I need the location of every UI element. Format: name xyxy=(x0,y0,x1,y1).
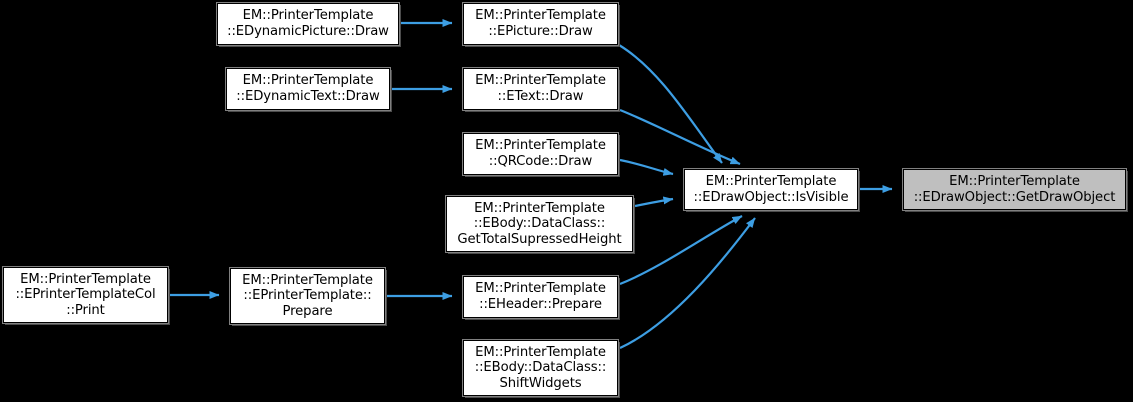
node-label: EM::PrinterTemplate ::EDrawObject::GetDr… xyxy=(913,173,1116,205)
node-eprintertemplate-prepare[interactable]: EM::PrinterTemplate ::EPrinterTemplate::… xyxy=(229,267,386,325)
edge-etext-to-isvisible xyxy=(619,108,741,166)
edge-eheader-prepare-to-isvisible xyxy=(619,215,743,286)
node-label: EM::PrinterTemplate ::EText::Draw xyxy=(475,73,606,104)
edge-epicture-to-isvisible xyxy=(618,44,723,164)
node-label: EM::PrinterTemplate ::EBody::DataClass::… xyxy=(457,200,622,247)
node-qrcode-draw[interactable]: EM::PrinterTemplate ::QRCode::Draw xyxy=(462,132,619,176)
node-label: EM::PrinterTemplate ::EDynamicPicture::D… xyxy=(227,8,389,39)
node-edrawobject-isvisible[interactable]: EM::PrinterTemplate ::EDrawObject::IsVis… xyxy=(683,168,859,211)
node-epicture-draw[interactable]: EM::PrinterTemplate ::EPicture::Draw xyxy=(462,2,619,46)
node-etext-draw[interactable]: EM::PrinterTemplate ::EText::Draw xyxy=(462,67,619,111)
edge-shiftwidgets-to-isvisible xyxy=(619,217,756,349)
node-edynamicpicture-draw[interactable]: EM::PrinterTemplate ::EDynamicPicture::D… xyxy=(216,2,400,46)
node-gettotalsupressedheight[interactable]: EM::PrinterTemplate ::EBody::DataClass::… xyxy=(445,195,634,253)
node-label: EM::PrinterTemplate ::QRCode::Draw xyxy=(475,138,606,169)
node-label: EM::PrinterTemplate ::EHeader::Prepare xyxy=(475,281,606,312)
node-eheader-prepare[interactable]: EM::PrinterTemplate ::EHeader::Prepare xyxy=(462,275,619,319)
node-label: EM::PrinterTemplate ::EDynamicText::Draw xyxy=(236,73,380,104)
node-label: EM::PrinterTemplate ::EBody::DataClass::… xyxy=(474,344,607,391)
node-ebody-shiftwidgets[interactable]: EM::PrinterTemplate ::EBody::DataClass::… xyxy=(462,339,619,397)
node-eprintertemplatecol-print[interactable]: EM::PrinterTemplate ::EPrinterTemplateCo… xyxy=(2,266,169,324)
edge-qrcode-to-isvisible xyxy=(619,158,674,176)
node-label: EM::PrinterTemplate ::EPicture::Draw xyxy=(475,8,606,39)
edge-gettotalsupressedheight-to-isvisible xyxy=(634,196,674,208)
node-label: EM::PrinterTemplate ::EPrinterTemplate::… xyxy=(242,272,373,319)
node-label: EM::PrinterTemplate ::EDrawObject::IsVis… xyxy=(693,173,849,205)
node-label: EM::PrinterTemplate ::EPrinterTemplateCo… xyxy=(15,271,156,318)
node-edynamictext-draw[interactable]: EM::PrinterTemplate ::EDynamicText::Draw xyxy=(225,67,391,111)
node-edrawobject-getdrawobject[interactable]: EM::PrinterTemplate ::EDrawObject::GetDr… xyxy=(902,168,1127,211)
